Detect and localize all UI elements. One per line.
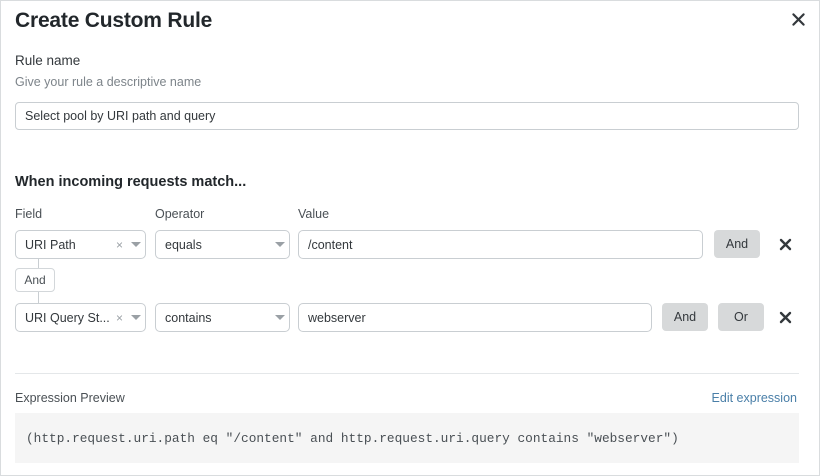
- clear-icon[interactable]: ×: [115, 237, 123, 252]
- operator-select-value-row-1: equals: [165, 237, 202, 252]
- chevron-down-icon[interactable]: [127, 315, 145, 320]
- delete-condition-icon-row-1[interactable]: [776, 235, 794, 253]
- chevron-down-icon[interactable]: [271, 242, 289, 247]
- match-section-heading: When incoming requests match...: [15, 174, 247, 190]
- page-title: Create Custom Rule: [15, 9, 213, 32]
- operator-select-value-row-2: contains: [165, 310, 212, 325]
- rule-name-help-text: Give your rule a descriptive name: [15, 75, 202, 89]
- column-header-field: Field: [15, 207, 43, 221]
- and-button-row-2[interactable]: And: [662, 303, 708, 331]
- close-icon[interactable]: [786, 7, 810, 31]
- field-select-value-row-2: URI Query St...: [25, 310, 110, 325]
- or-button-row-2[interactable]: Or: [718, 303, 764, 331]
- value-input-row-1[interactable]: [298, 230, 703, 259]
- expression-preview-text: (http.request.uri.path eq "/content" and…: [26, 430, 679, 446]
- condition-row: URI Query St... × contains And Or: [1, 303, 819, 333]
- column-header-operator: Operator: [155, 207, 205, 221]
- operator-select-row-2[interactable]: contains: [155, 303, 290, 332]
- condition-row: URI Path × equals And: [1, 230, 819, 260]
- expression-preview-label: Expression Preview: [15, 391, 125, 405]
- field-select-row-2[interactable]: URI Query St... ×: [15, 303, 146, 332]
- value-input-row-2[interactable]: [298, 303, 652, 332]
- chevron-down-icon[interactable]: [127, 242, 145, 247]
- rule-name-label: Rule name: [15, 53, 81, 68]
- edit-expression-link[interactable]: Edit expression: [711, 391, 797, 405]
- operator-select-row-1[interactable]: equals: [155, 230, 290, 259]
- and-button-row-1[interactable]: And: [714, 230, 760, 258]
- rule-name-input[interactable]: [15, 102, 799, 130]
- section-divider: [15, 373, 799, 374]
- column-header-value: Value: [298, 207, 330, 221]
- clear-icon[interactable]: ×: [115, 310, 123, 325]
- delete-condition-icon-row-2[interactable]: [776, 308, 794, 326]
- chevron-down-icon[interactable]: [271, 315, 289, 320]
- connector-and-chip[interactable]: And: [15, 268, 55, 292]
- expression-preview-box: (http.request.uri.path eq "/content" and…: [15, 413, 799, 463]
- field-select-row-1[interactable]: URI Path ×: [15, 230, 146, 259]
- field-select-value-row-1: URI Path: [25, 237, 76, 252]
